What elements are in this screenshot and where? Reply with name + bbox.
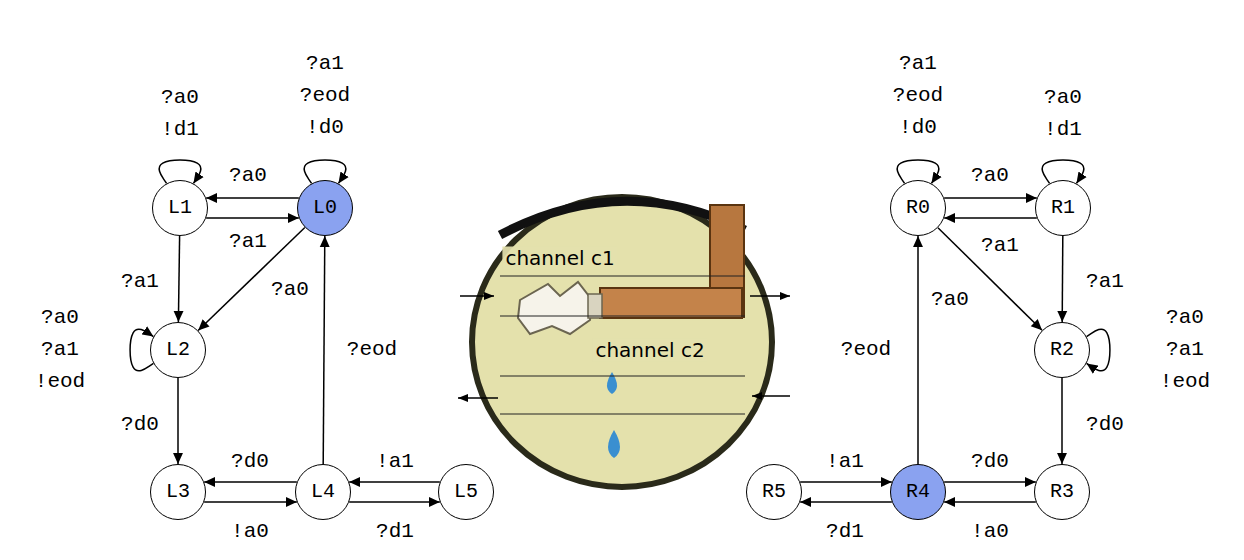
transition-label: ?d1 — [817, 516, 872, 548]
transition-label: ?a1 — [1077, 266, 1132, 298]
channel-line — [500, 276, 745, 277]
channel-arrow — [460, 295, 494, 297]
transition-arrow — [206, 217, 299, 219]
faucet-nozzle — [588, 294, 602, 318]
state-name: R5 — [762, 481, 786, 503]
state-name: R2 — [1050, 339, 1074, 361]
channel-line — [500, 414, 745, 415]
channel-arrow — [752, 395, 790, 397]
transition-label: ?a0 !d1 — [1035, 82, 1090, 146]
state-circle: R2 — [1034, 322, 1090, 378]
transition-arrow — [944, 217, 1037, 219]
transition-label: ?a1 — [112, 266, 167, 298]
state-name: L1 — [168, 197, 192, 219]
transition-label: !a0 — [222, 516, 277, 548]
transition-arrow — [944, 501, 1036, 503]
state-circle: L5 — [438, 464, 494, 520]
water-drop — [608, 430, 620, 458]
channel-name: channel c1 — [502, 247, 617, 270]
transition-arrow — [204, 481, 297, 483]
transition-label: ?a0 — [262, 274, 317, 306]
transition-arrow — [944, 197, 1037, 199]
state-circle: L1 — [152, 180, 208, 236]
state-circle: L0 — [297, 180, 353, 236]
state-name: R3 — [1050, 481, 1074, 503]
channel-line — [500, 376, 745, 377]
state-circle: L3 — [150, 464, 206, 520]
transition-arrow — [1061, 378, 1063, 464]
transition-arrow — [800, 501, 892, 503]
state-circle: R1 — [1035, 180, 1091, 236]
transition-label: ?a1 ?eod !d0 — [890, 48, 945, 144]
transition-arrow — [206, 197, 299, 199]
transition-arrow — [1061, 236, 1063, 322]
state-name: R0 — [906, 197, 930, 219]
state-name: L5 — [454, 481, 478, 503]
channel-name: channel c2 — [592, 339, 707, 362]
state-circle: L2 — [150, 322, 206, 378]
transition-label: ?eod — [838, 334, 893, 366]
state-circle: R3 — [1034, 464, 1090, 520]
channel-arrow — [750, 295, 790, 297]
state-name: L2 — [166, 339, 190, 361]
transition-label: ?a0 ?a1 !eod — [1157, 302, 1212, 398]
transition-label: ?eod — [344, 334, 399, 366]
state-circle: R5 — [746, 464, 802, 520]
transition-arrow — [323, 236, 325, 464]
state-name: L0 — [313, 197, 337, 219]
state-name: R4 — [906, 481, 930, 503]
transition-label: ?a0 !d1 — [152, 82, 207, 146]
transition-label: !a1 — [817, 446, 872, 478]
state-name: L3 — [166, 481, 190, 503]
transition-label: ?d0 — [112, 409, 167, 441]
transition-label: !a1 — [367, 446, 422, 478]
transition-label: ?a0 — [220, 160, 275, 192]
faucet-handle — [518, 282, 592, 334]
transition-label: ?d0 — [222, 446, 277, 478]
state-circle: R0 — [890, 180, 946, 236]
transition-arrow — [177, 378, 179, 464]
transition-arrow — [938, 228, 1042, 331]
transition-arrow — [944, 481, 1036, 483]
transition-arrow — [1087, 329, 1110, 371]
transition-label: ?a0 ?a1 !eod — [32, 302, 87, 398]
transition-label: ?d0 — [1077, 409, 1132, 441]
transition-label: ?a1 — [220, 226, 275, 258]
transition-label: ?d1 — [367, 516, 422, 548]
state-circle: L4 — [295, 464, 351, 520]
transition-label: !a0 — [962, 516, 1017, 548]
transition-arrow — [917, 236, 919, 464]
transition-arrow — [800, 481, 892, 483]
pipe-horizontal — [600, 288, 742, 318]
transition-label: ?a1 — [972, 230, 1027, 262]
transition-arrow — [204, 501, 297, 503]
state-name: L4 — [311, 481, 335, 503]
transition-arrow — [349, 481, 440, 483]
transition-label: ?a0 — [922, 284, 977, 316]
oval-frame — [472, 197, 772, 487]
transition-arrow — [349, 501, 440, 503]
channel-arrow — [458, 397, 498, 399]
transition-label: ?d0 — [962, 446, 1017, 478]
transition-arrow — [178, 236, 179, 322]
transition-label: ?a1 ?eod !d0 — [297, 48, 352, 144]
state-name: R1 — [1051, 197, 1075, 219]
channel-line — [500, 316, 745, 317]
oval-rim — [500, 201, 745, 235]
transition-label: ?a0 — [962, 160, 1017, 192]
state-circle: R4 — [890, 464, 946, 520]
water-drop — [607, 372, 617, 394]
